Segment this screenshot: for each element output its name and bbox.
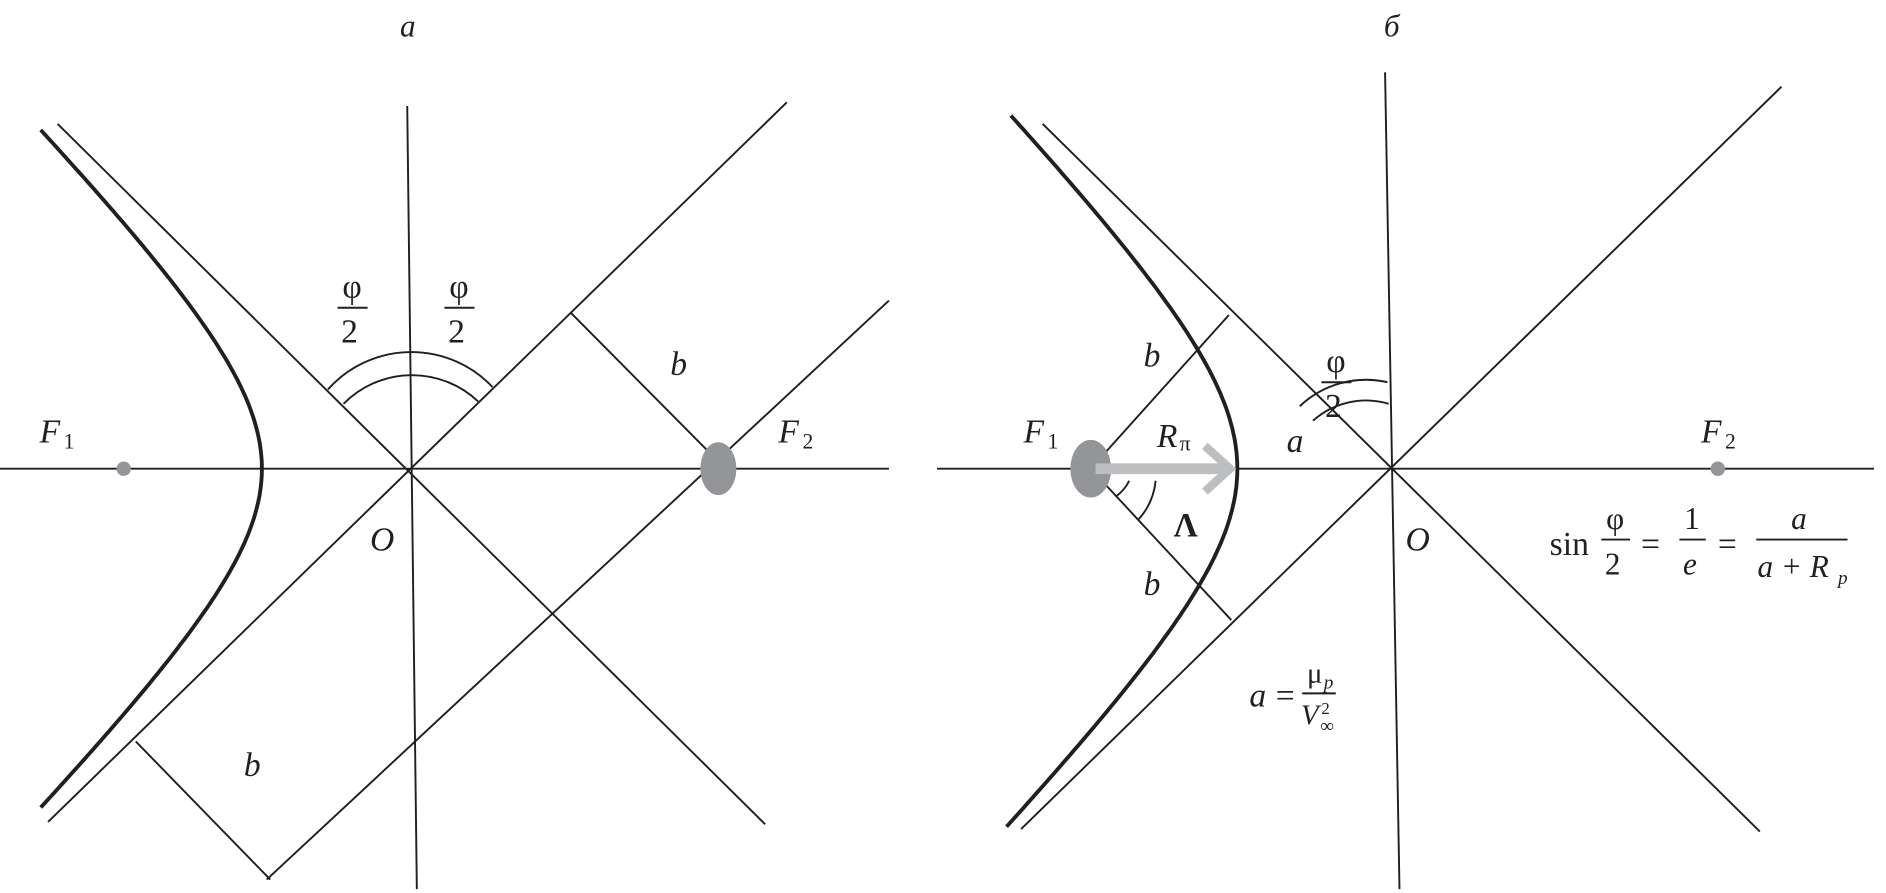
angle-arc-outer [1299,378,1388,407]
label-b-upper: b [670,346,687,383]
svg-text:φ: φ [449,269,468,306]
svg-text:V: V [1301,700,1322,732]
focus-f1-point [116,461,131,476]
angle-arc-inner [1312,399,1389,422]
formula-sin-half-phi: sin φ 2 = 1 e = a a + R p [1550,501,1848,589]
svg-text:F: F [777,413,799,450]
svg-text:2: 2 [802,429,813,453]
svg-text:R: R [1156,418,1178,455]
svg-text:F: F [39,413,61,450]
svg-text:=: = [1276,678,1295,715]
svg-text:2: 2 [341,314,358,351]
svg-text:p: p [1836,568,1848,589]
asymptote-1 [56,123,766,825]
svg-text:∞: ∞ [1320,716,1334,737]
svg-text:=: = [1641,526,1660,563]
svg-text:F: F [1022,413,1044,450]
label-a: a [1287,423,1304,460]
label-origin: O [1405,521,1429,558]
hyperbola-branch [39,128,264,809]
label-origin: O [370,521,394,558]
hyperbola-branch [1005,114,1240,828]
y-axis [1384,72,1401,890]
segment-b-lower [1090,468,1233,621]
svg-text:p: p [1322,673,1334,694]
planet-body [1070,439,1112,498]
label-b-upper: b [1144,338,1161,375]
angle-arc-outer [327,351,494,391]
svg-text:=: = [1718,526,1737,563]
svg-text:2: 2 [1725,429,1736,453]
asymptote-2 [1020,86,1783,830]
segment-b-upper [569,311,718,461]
svg-text:φ: φ [342,269,361,306]
lambda-arc-inner [1115,480,1131,498]
svg-text:1: 1 [1684,501,1700,536]
svg-text:sin: sin [1550,526,1589,563]
label-phi-half: φ 2 [1321,344,1352,425]
svg-text:2: 2 [1325,388,1342,425]
lambda-arc-outer [1136,480,1157,522]
label-phi-half-left: φ 2 [337,269,368,351]
svg-text:1: 1 [64,429,75,453]
y-axis [406,105,418,890]
formula-a: a = μ p V 2 ∞ [1249,658,1336,737]
asymptote-1 [1042,123,1761,833]
svg-text:2: 2 [1605,546,1621,581]
svg-text:μ: μ [1307,658,1322,690]
svg-text:a + R: a + R [1757,549,1828,584]
label-b-lower: b [244,747,261,784]
panel-b-title: б [1384,8,1401,43]
asymptote-2 [47,101,788,823]
label-lambda: Λ [1174,507,1198,544]
svg-text:a: a [1791,501,1807,536]
svg-text:1: 1 [1048,429,1059,453]
label-b-lower: b [1144,566,1161,603]
svg-text:φ: φ [1606,501,1624,536]
label-phi-half-right: φ 2 [444,269,475,351]
svg-text:π: π [1180,432,1191,456]
svg-text:φ: φ [1326,344,1345,381]
focus-f2-point [1710,461,1726,476]
svg-text:a: a [1249,678,1266,715]
panel-a-title: а [400,8,416,43]
svg-text:2: 2 [448,314,465,351]
focus-f2-body [700,442,737,496]
segment-b-upper [1090,314,1230,470]
svg-text:F: F [1700,413,1722,450]
svg-text:e: e [1683,546,1697,581]
periapsis-arrow [1095,442,1237,495]
segment-b-lower [135,740,271,881]
angle-arc-inner [342,374,479,405]
parallel-through-f2 [266,299,890,881]
svg-text:2: 2 [1321,699,1329,718]
